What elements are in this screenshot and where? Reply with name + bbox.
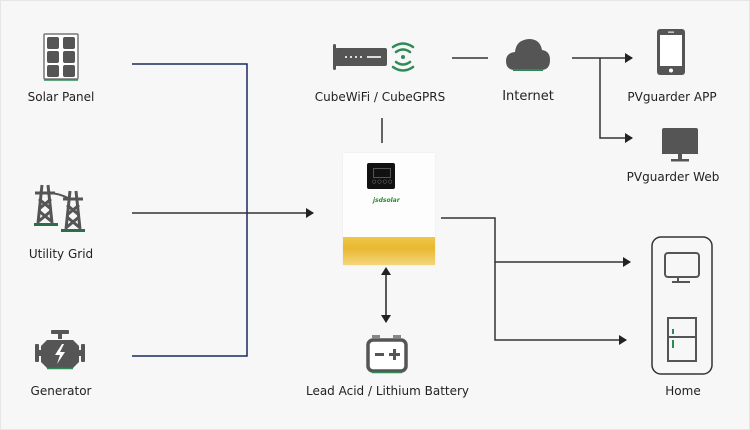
refrigerator-icon (667, 317, 697, 362)
wifi-dongle-icon (333, 40, 417, 78)
inverter-display: ○○○○ (367, 163, 395, 189)
inverter-brand-logo: jsdsolar (373, 197, 400, 204)
pvguarder-web-label: PVguarder Web (626, 170, 720, 184)
power-tower-icon (33, 183, 85, 247)
internet-to-web-arrow (599, 58, 633, 143)
inverter-to-fridge-arrow (494, 262, 627, 345)
battery-label: Lead Acid / Lithium Battery (305, 384, 470, 398)
solar-panel-label: Solar Panel (27, 90, 95, 104)
home-label: Home (665, 384, 701, 398)
home-container (651, 236, 713, 380)
cloud-icon (505, 36, 551, 76)
tv-icon (664, 252, 700, 283)
pvguarder-app-label: PVguarder APP (627, 90, 717, 104)
inverter-base (343, 237, 435, 265)
monitor-icon (662, 128, 698, 168)
internet-label: Internet (502, 89, 554, 104)
utility-grid-label: Utility Grid (28, 247, 94, 261)
engine-generator-icon (33, 328, 87, 376)
inverter-to-tv-arrow (441, 217, 631, 267)
solar-line (132, 63, 248, 357)
solar-inverter-device: ○○○○ jsdsolar (343, 153, 435, 265)
smartphone-icon (657, 29, 685, 79)
comm-module-label: CubeWiFi / CubeGPRS (314, 90, 446, 104)
generator-label: Generator (30, 384, 92, 398)
battery-icon (366, 334, 408, 378)
solar-panel-icon (43, 33, 79, 85)
